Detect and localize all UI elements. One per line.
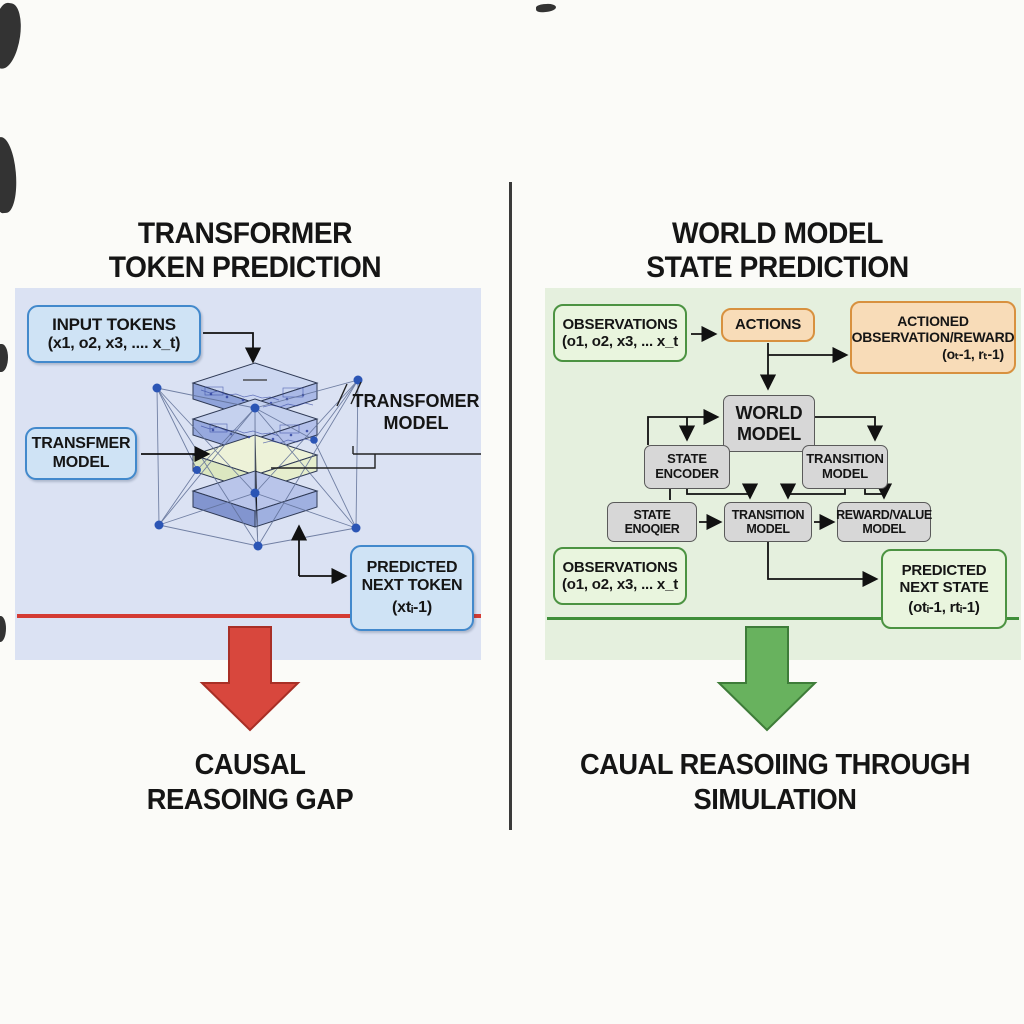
transformer-model-box-line2: MODEL: [52, 453, 110, 471]
right-title-line2: STATE PREDICTION: [646, 250, 909, 284]
actions-box: ACTIONS: [721, 308, 815, 342]
state-encoder-line2: ENCODER: [655, 466, 719, 481]
observations-bottom-formula: (o1, o2, x3, ... x_t: [561, 576, 679, 593]
actioned-line2: OBSERVATION/REWARD: [851, 329, 1015, 346]
layer-mesh-texture: [200, 386, 314, 444]
scan-artifact: [0, 136, 20, 214]
transformer-model-label: TRANSFOMER MODEL: [345, 391, 487, 434]
right-caption: CAUAL REASOIING THROUGH SIMULATION: [540, 748, 1010, 819]
transformer-model-box-line1: TRANSFMER: [31, 435, 131, 453]
world-model-line1: WORLD: [735, 402, 803, 423]
red-divider-line: [17, 614, 481, 618]
state-encoder-lower-line1: STATE: [633, 507, 671, 522]
transition-model-upper-box: TRANSITION MODEL: [802, 445, 888, 489]
node-web-lines: [156, 379, 359, 547]
transition-lower-line1: TRANSITION: [731, 507, 805, 522]
reward-value-line2: MODEL: [862, 522, 906, 536]
left-caption-line2: REASOING GAP: [146, 784, 354, 817]
transformer-model-box: TRANSFMER MODEL: [25, 427, 137, 480]
input-tokens-formula: (x1, o2, x3, .... x_t): [47, 334, 181, 352]
observations-top-label: OBSERVATIONS: [562, 315, 678, 333]
graph-node-dots: [152, 375, 363, 551]
observations-bottom-label: OBSERVATIONS: [562, 558, 678, 576]
actioned-observation-reward-box: ACTIONED OBSERVATION/REWARD (oₜ-1, rₜ-1): [850, 301, 1016, 374]
scan-artifact: [535, 3, 557, 13]
left-caption-line1: CAUSAL: [194, 749, 306, 781]
predicted-next-state-formula: (otᵢ-1, rtᵢ-1): [908, 598, 980, 616]
state-encoder-lower-line2: ENOQIER: [624, 522, 680, 536]
observations-top-box: OBSERVATIONS (o1, o2, x3, ... x_t: [553, 304, 687, 362]
world-model-panel: OBSERVATIONS (o1, o2, x3, ... x_t ACTION…: [545, 288, 1021, 660]
transformer-diagram-graphic: [141, 332, 481, 585]
predicted-next-state-line1: PREDICTED: [901, 562, 987, 580]
left-title: TRANSFORMER TOKEN PREDICTION: [55, 217, 435, 284]
input-tokens-box: INPUT TOKENS (x1, o2, x3, .... x_t): [27, 305, 201, 363]
left-title-line2: TOKEN PREDICTION: [108, 250, 382, 284]
world-model-box: WORLD MODEL: [723, 395, 815, 452]
predicted-next-token-box: PREDICTED NEXT TOKEN (xtᵢ-1): [350, 545, 474, 631]
right-caption-line2: SIMULATION: [693, 784, 857, 817]
predicted-next-state-box: PREDICTED NEXT STATE (otᵢ-1, rtᵢ-1): [881, 549, 1007, 629]
transformer-model-label-line2: MODEL: [383, 412, 449, 433]
actions-label: ACTIONS: [734, 316, 802, 334]
world-model-diagram-arrows: [647, 325, 893, 588]
observations-bottom-box: OBSERVATIONS (o1, o2, x3, ... x_t: [553, 547, 687, 605]
connector-arrows: [141, 332, 348, 585]
transition-upper-line2: MODEL: [822, 466, 868, 481]
transformer-model-label-line1: TRANSFOMER: [352, 391, 480, 411]
bracket-lines: [271, 381, 481, 469]
predicted-next-token-line2: NEXT TOKEN: [361, 577, 463, 595]
scan-artifact: [0, 616, 6, 642]
state-encoder-lower-box: STATE ENOQIER: [607, 502, 697, 542]
green-block-arrow: [716, 626, 818, 732]
reward-value-line1: REWARD/VALUE: [836, 507, 932, 522]
panel-divider: [509, 182, 512, 830]
connector-arrows: [647, 325, 893, 588]
world-model-line2: MODEL: [737, 423, 801, 444]
left-title-line1: TRANSFORMER: [137, 217, 353, 250]
right-caption-line1: CAUAL REASOIING THROUGH: [579, 749, 971, 781]
reward-value-model-box: REWARD/VALUE MODEL: [836, 502, 932, 542]
transition-lower-line2: MODEL: [746, 522, 790, 536]
state-encoder-box: STATE ENCODER: [644, 445, 730, 489]
predicted-next-token-line1: PREDICTED: [366, 558, 458, 576]
observations-top-formula: (o1, o2, x3, ... x_t: [561, 333, 679, 350]
predicted-next-token-formula: (xtᵢ-1): [392, 598, 432, 616]
left-caption: CAUSAL REASOING GAP: [55, 748, 445, 819]
right-title-line1: WORLD MODEL: [671, 217, 884, 250]
actioned-line1: ACTIONED: [897, 313, 969, 330]
scan-artifact: [0, 344, 8, 372]
transition-model-lower-box: TRANSITION MODEL: [724, 502, 812, 542]
predicted-next-state-line2: NEXT STATE: [899, 579, 989, 597]
red-block-arrow: [199, 626, 301, 732]
right-title: WORLD MODEL STATE PREDICTION: [590, 217, 965, 284]
green-divider-line: [547, 617, 1019, 620]
state-encoder-line1: STATE: [667, 451, 707, 467]
transformer-panel: INPUT TOKENS (x1, o2, x3, .... x_t) TRAN…: [15, 288, 481, 660]
scan-artifact: [0, 1, 25, 71]
transition-upper-line1: TRANSITION: [806, 451, 884, 467]
actioned-formula: (oₜ-1, rₜ-1): [942, 345, 1004, 362]
input-tokens-label: INPUT TOKENS: [52, 315, 176, 335]
